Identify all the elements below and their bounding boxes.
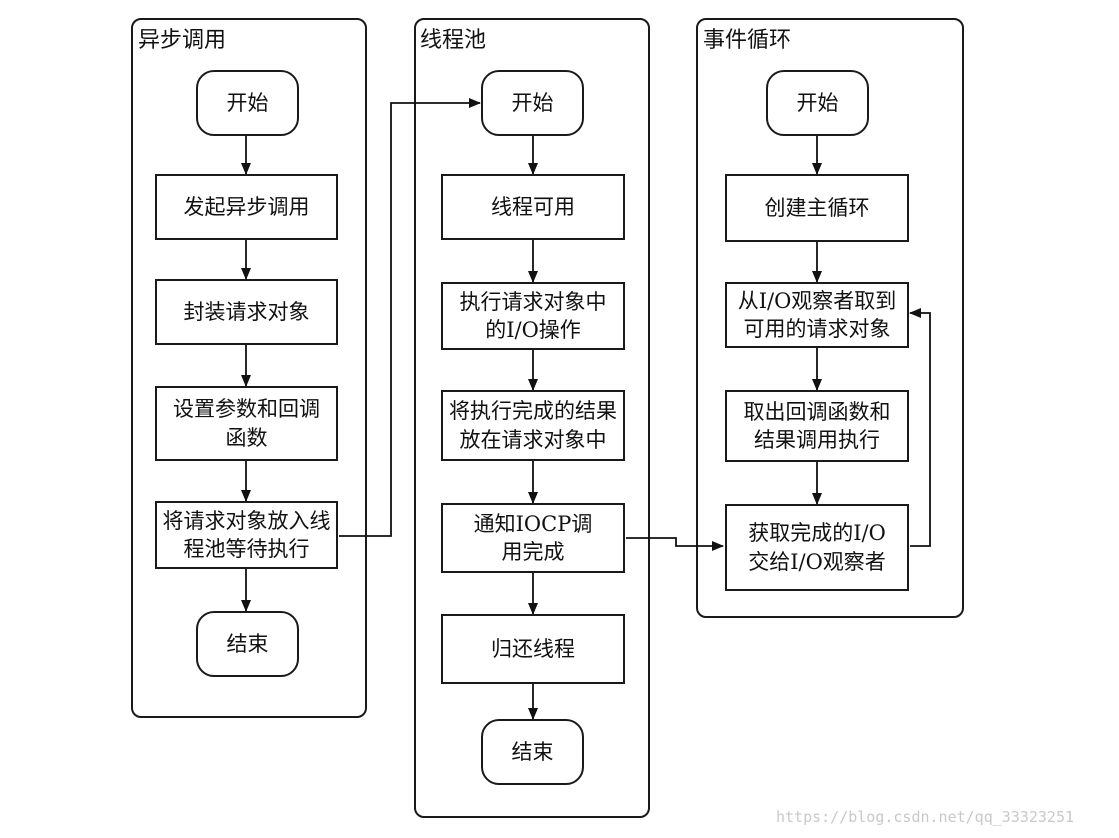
async-end-node: 结束: [196, 611, 299, 677]
arrow-async-to-pool: [339, 98, 481, 537]
pool-step-store-result: 将执行完成的结果放在请求对象中: [441, 390, 625, 461]
lane-title-async: 异步调用: [138, 28, 227, 53]
async-step-wrap-request: 封装请求对象: [155, 279, 338, 345]
loop-step-get-completed-io: 获取完成的I/O交给I/O观察者: [725, 504, 909, 591]
loop-start-node: 开始: [766, 70, 869, 136]
async-step-initiate: 发起异步调用: [155, 174, 338, 240]
lane-title-loop: 事件循环: [703, 28, 792, 53]
pool-start-node: 开始: [481, 70, 584, 136]
async-step-set-params: 设置参数和回调函数: [155, 386, 338, 461]
loop-step-fetch-request: 从I/O观察者取到可用的请求对象: [725, 282, 909, 348]
async-step-enqueue: 将请求对象放入线程池等待执行: [155, 501, 338, 569]
pool-step-notify-iocp: 通知IOCP调用完成: [441, 503, 625, 573]
arrow-pool-to-loop: [626, 537, 724, 551]
lane-async-call: [131, 18, 367, 718]
lane-title-pool: 线程池: [420, 28, 487, 53]
lane-thread-pool: [414, 18, 650, 818]
loop-step-run-callback: 取出回调函数和结果调用执行: [725, 390, 909, 462]
pool-step-return-thread: 归还线程: [441, 614, 625, 684]
async-start-node: 开始: [196, 70, 299, 136]
lane-event-loop: [696, 18, 964, 618]
pool-step-execute-io: 执行请求对象中的I/O操作: [441, 282, 625, 350]
pool-step-thread-available: 线程可用: [441, 174, 625, 240]
arrow-loop-back: [909, 308, 931, 547]
pool-end-node: 结束: [481, 719, 584, 785]
loop-step-create-main-loop: 创建主循环: [725, 174, 909, 242]
watermark-url: https://blog.csdn.net/qq_33323251: [776, 808, 1075, 826]
